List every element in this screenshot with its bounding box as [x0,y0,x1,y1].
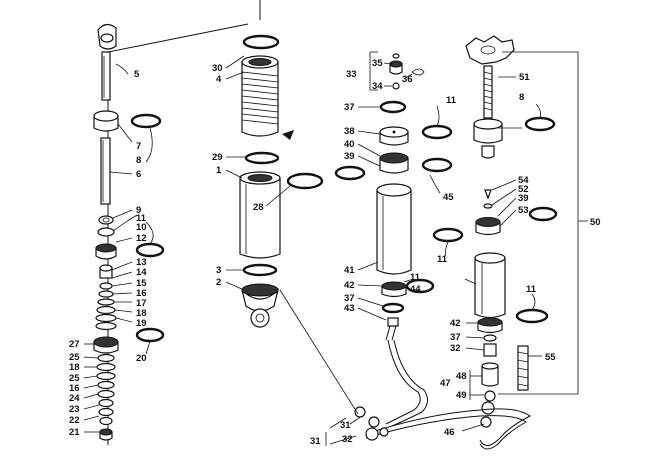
callout-40: 40 [344,139,355,150]
callout-3: 3 [216,265,221,276]
callout-45: 45 [443,192,454,203]
callout-53: 53 [518,205,529,216]
callout-5: 5 [134,69,140,80]
callout-10: 10 [136,222,147,233]
callout-24: 24 [69,393,80,404]
callout-8: 8 [136,155,141,166]
callout-18-lower: 18 [69,362,80,373]
callout-11-lower: 11 [410,272,421,283]
callout-11: 11 [136,213,147,224]
hose-lines [354,339,531,450]
callout-50: 50 [590,217,601,228]
callout-2: 2 [216,277,221,288]
callout-20: 20 [136,353,147,364]
callout-36: 36 [402,74,413,85]
callout-41: 41 [344,265,355,276]
callout-47: 47 [440,378,451,389]
callout-1: 1 [216,165,222,176]
callout-15: 15 [136,278,147,289]
callout-labels: 5 7 8 6 9 11 10 12 13 14 15 16 17 18 19 … [69,58,601,447]
callout-49: 49 [456,390,467,401]
callout-6: 6 [136,169,141,180]
callout-11-right: 11 [526,284,537,295]
callout-42: 42 [344,280,355,291]
callout-38: 38 [344,126,355,137]
callout-43: 43 [344,303,355,314]
callout-11-left: 11 [437,254,448,265]
callout-37: 37 [344,102,355,113]
callout-19: 19 [136,318,147,329]
callout-29: 29 [212,152,223,163]
body-assembly [239,34,324,328]
callout-32: 32 [450,343,461,354]
adjuster-assembly [432,35,558,415]
shaft-assembly [93,23,165,441]
callout-55: 55 [545,352,556,363]
callout-14: 14 [136,267,147,278]
callout-48: 48 [456,371,467,382]
callout-25: 25 [69,352,80,363]
callout-7: 7 [136,141,141,152]
callout-52: 52 [518,184,529,195]
callout-39: 39 [344,151,355,162]
callout-25-lower: 25 [69,373,80,384]
callout-33: 33 [346,69,357,80]
callout-9: 9 [136,205,141,216]
callout-51: 51 [519,72,530,83]
callout-34: 34 [372,81,383,92]
callout-8-col4: 8 [519,92,524,103]
callout-17: 17 [136,298,147,309]
callout-32-hose: 32 [342,434,353,445]
callout-23: 23 [69,404,80,415]
leader-lines [83,51,588,446]
callout-16: 16 [136,288,147,299]
callout-37-col4: 37 [450,332,461,343]
callout-22: 22 [69,415,80,426]
callout-31-lower: 31 [310,436,321,447]
callout-27: 27 [69,339,80,350]
callout-11-col3: 11 [446,95,457,106]
callout-13: 13 [136,257,147,268]
callout-16-lower: 16 [69,383,80,394]
callout-44: 44 [410,284,421,295]
callout-30: 30 [212,63,223,74]
callout-18: 18 [136,308,147,319]
callout-21: 21 [69,427,80,438]
reservoir-assembly [334,53,453,341]
callout-37-lower: 37 [344,293,355,304]
panel-frame [107,0,261,445]
callout-28: 28 [253,202,264,213]
callout-12: 12 [136,233,147,244]
callout-54: 54 [518,175,529,186]
callout-4: 4 [216,74,222,85]
callout-46: 46 [444,427,455,438]
callout-35: 35 [372,58,383,69]
callout-42-col4: 42 [450,318,461,329]
callout-31: 31 [340,420,351,431]
callout-39-col4: 39 [518,193,529,204]
